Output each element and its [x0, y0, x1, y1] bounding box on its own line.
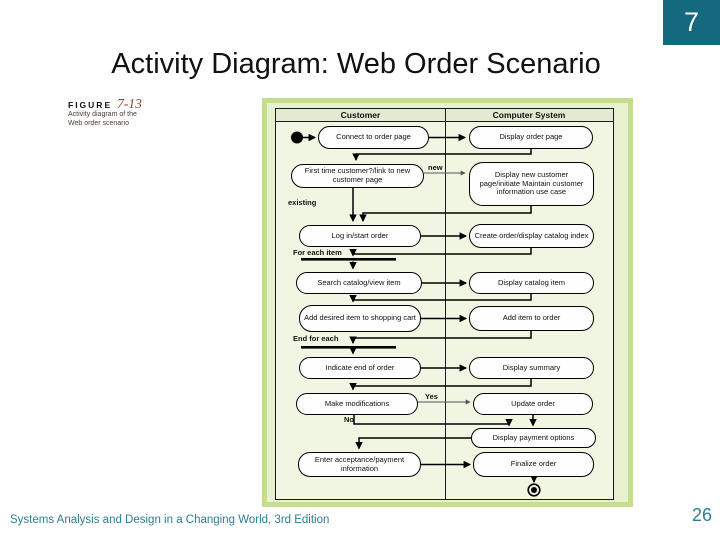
activity-display-payment-options: Display payment options: [471, 428, 596, 448]
activity-enter-acceptance-payment: Enter acceptance/payment information: [298, 452, 421, 477]
lane-header-computer-system: Computer System: [445, 109, 613, 122]
edge-display-catalog-to-add-cart: [349, 294, 532, 303]
loop-label-end-for-each: End for each: [293, 334, 339, 343]
footer-book-title: Systems Analysis and Design in a Changin…: [10, 514, 330, 526]
activity-display-order-page: Display order page: [469, 126, 593, 149]
figure-label: FIGURE 7-13: [68, 95, 142, 113]
edge-display-payment-to-enter-acceptance: [355, 437, 471, 450]
diagram-connectors: [291, 131, 541, 497]
endfor-sync-bar: [301, 346, 396, 349]
foreach-sync-bar: [301, 258, 396, 261]
loop-label-for-each-item: For each item: [293, 248, 342, 257]
activity-display-new-customer-page: Display new customer page/initiate Maint…: [469, 162, 594, 206]
figure-number: 7-13: [117, 96, 142, 111]
activity-create-order-display-catalog: Create order/display catalog index: [469, 224, 594, 248]
activity-update-order: Update order: [473, 393, 593, 415]
swimlane-divider: [445, 109, 447, 499]
figure-caption: Activity diagram of the Web order scenar…: [68, 111, 137, 128]
activity-first-time-customer: First time customer?/link to new custome…: [291, 164, 424, 188]
end-node-dot: [531, 487, 537, 493]
activity-display-catalog-item: Display catalog item: [469, 272, 594, 294]
figure-caption-line1: Activity diagram of the: [68, 111, 137, 118]
edge-display-new-customer-to-login: [359, 206, 532, 223]
guard-label-new: new: [428, 163, 443, 172]
activity-indicate-end-of-order: Indicate end of order: [299, 357, 421, 379]
activity-add-desired-item-to-cart: Add desired item to shopping cart: [299, 305, 421, 332]
activity-display-summary: Display summary: [469, 357, 594, 379]
guard-label-no: No: [344, 415, 354, 424]
activity-log-in-start-order: Log in/start order: [299, 225, 421, 247]
edge-summary-to-make-mods: [349, 379, 532, 391]
activity-make-modifications: Make modifications: [296, 393, 418, 415]
activity-diagram-panel: Customer Computer System: [262, 98, 633, 507]
activity-connect-to-order-page: Connect to order page: [318, 126, 429, 149]
guard-label-yes: Yes: [425, 392, 438, 401]
edge-create-order-to-foreach-bar: [349, 248, 532, 257]
page-title: Activity Diagram: Web Order Scenario: [111, 48, 601, 80]
edge-add-order-to-endfor-bar: [349, 331, 532, 345]
activity-finalize-order: Finalize order: [473, 452, 594, 477]
footer-page-number: 26: [691, 505, 712, 525]
guard-label-existing: existing: [288, 198, 317, 207]
edge-display-order-to-first-time: [352, 149, 532, 162]
lane-header-customer: Customer: [276, 109, 445, 122]
edge-no-to-display-payment: [353, 415, 513, 427]
chapter-number-badge: 7: [663, 0, 720, 45]
figure-caption-line2: Web order scenario: [68, 119, 129, 127]
figure-label-word: FIGURE: [68, 100, 113, 110]
activity-search-catalog-view-item: Search catalog/view item: [296, 272, 422, 294]
activity-add-item-to-order: Add item to order: [469, 306, 594, 331]
swimlane-table: Customer Computer System: [275, 108, 614, 500]
start-node: [291, 131, 303, 144]
